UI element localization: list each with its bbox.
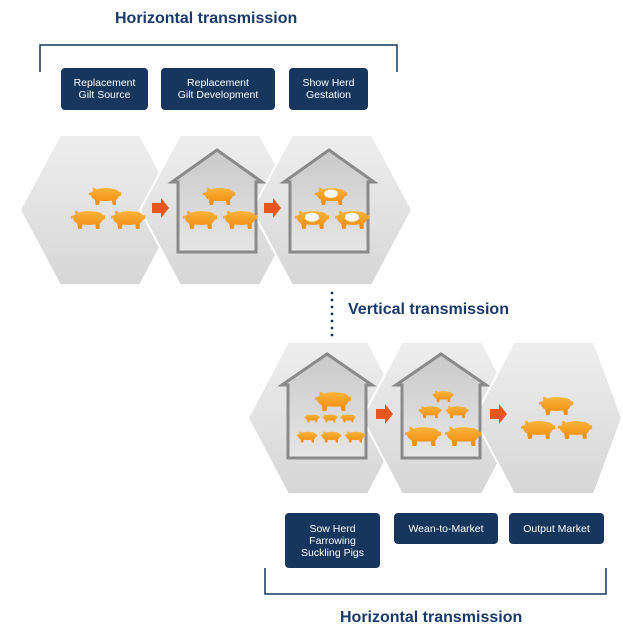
stage-label: Show Herd Gestation (302, 77, 355, 101)
arrow-icon (152, 198, 169, 218)
stage-box-output-market: Output Market (509, 513, 604, 544)
arrow-icon (490, 404, 507, 424)
stage-box-replacement-gilt-development: Replacement Gilt Development (161, 68, 275, 110)
stage-box-sow-herd-farrowing: Sow Herd Farrowing Suckling Pigs (285, 513, 380, 568)
arrow-icon (264, 198, 281, 218)
stage-box-wean-to-market: Wean-to-Market (394, 513, 498, 544)
stage-label: Output Market (523, 522, 590, 535)
stage-label: Replacement Gilt Development (177, 77, 259, 101)
top-bracket (39, 44, 398, 72)
vertical-dotted-connector (330, 291, 334, 337)
vertical-transmission-title: Vertical transmission (348, 301, 509, 318)
bottom-bracket (264, 568, 607, 595)
stage-label: Wean-to-Market (408, 522, 484, 535)
hexagon-gilt-source (18, 134, 182, 286)
stage-box-replacement-gilt-source: Replacement Gilt Source (61, 68, 148, 110)
stage-label: Replacement Gilt Source (73, 77, 136, 101)
top-horizontal-transmission-title: Horizontal transmission (115, 10, 298, 27)
stage-box-show-herd-gestation: Show Herd Gestation (289, 68, 368, 110)
arrow-icon (376, 404, 393, 424)
bottom-horizontal-transmission-title: Horizontal transmission (340, 609, 523, 626)
stage-label: Sow Herd Farrowing Suckling Pigs (300, 522, 365, 559)
